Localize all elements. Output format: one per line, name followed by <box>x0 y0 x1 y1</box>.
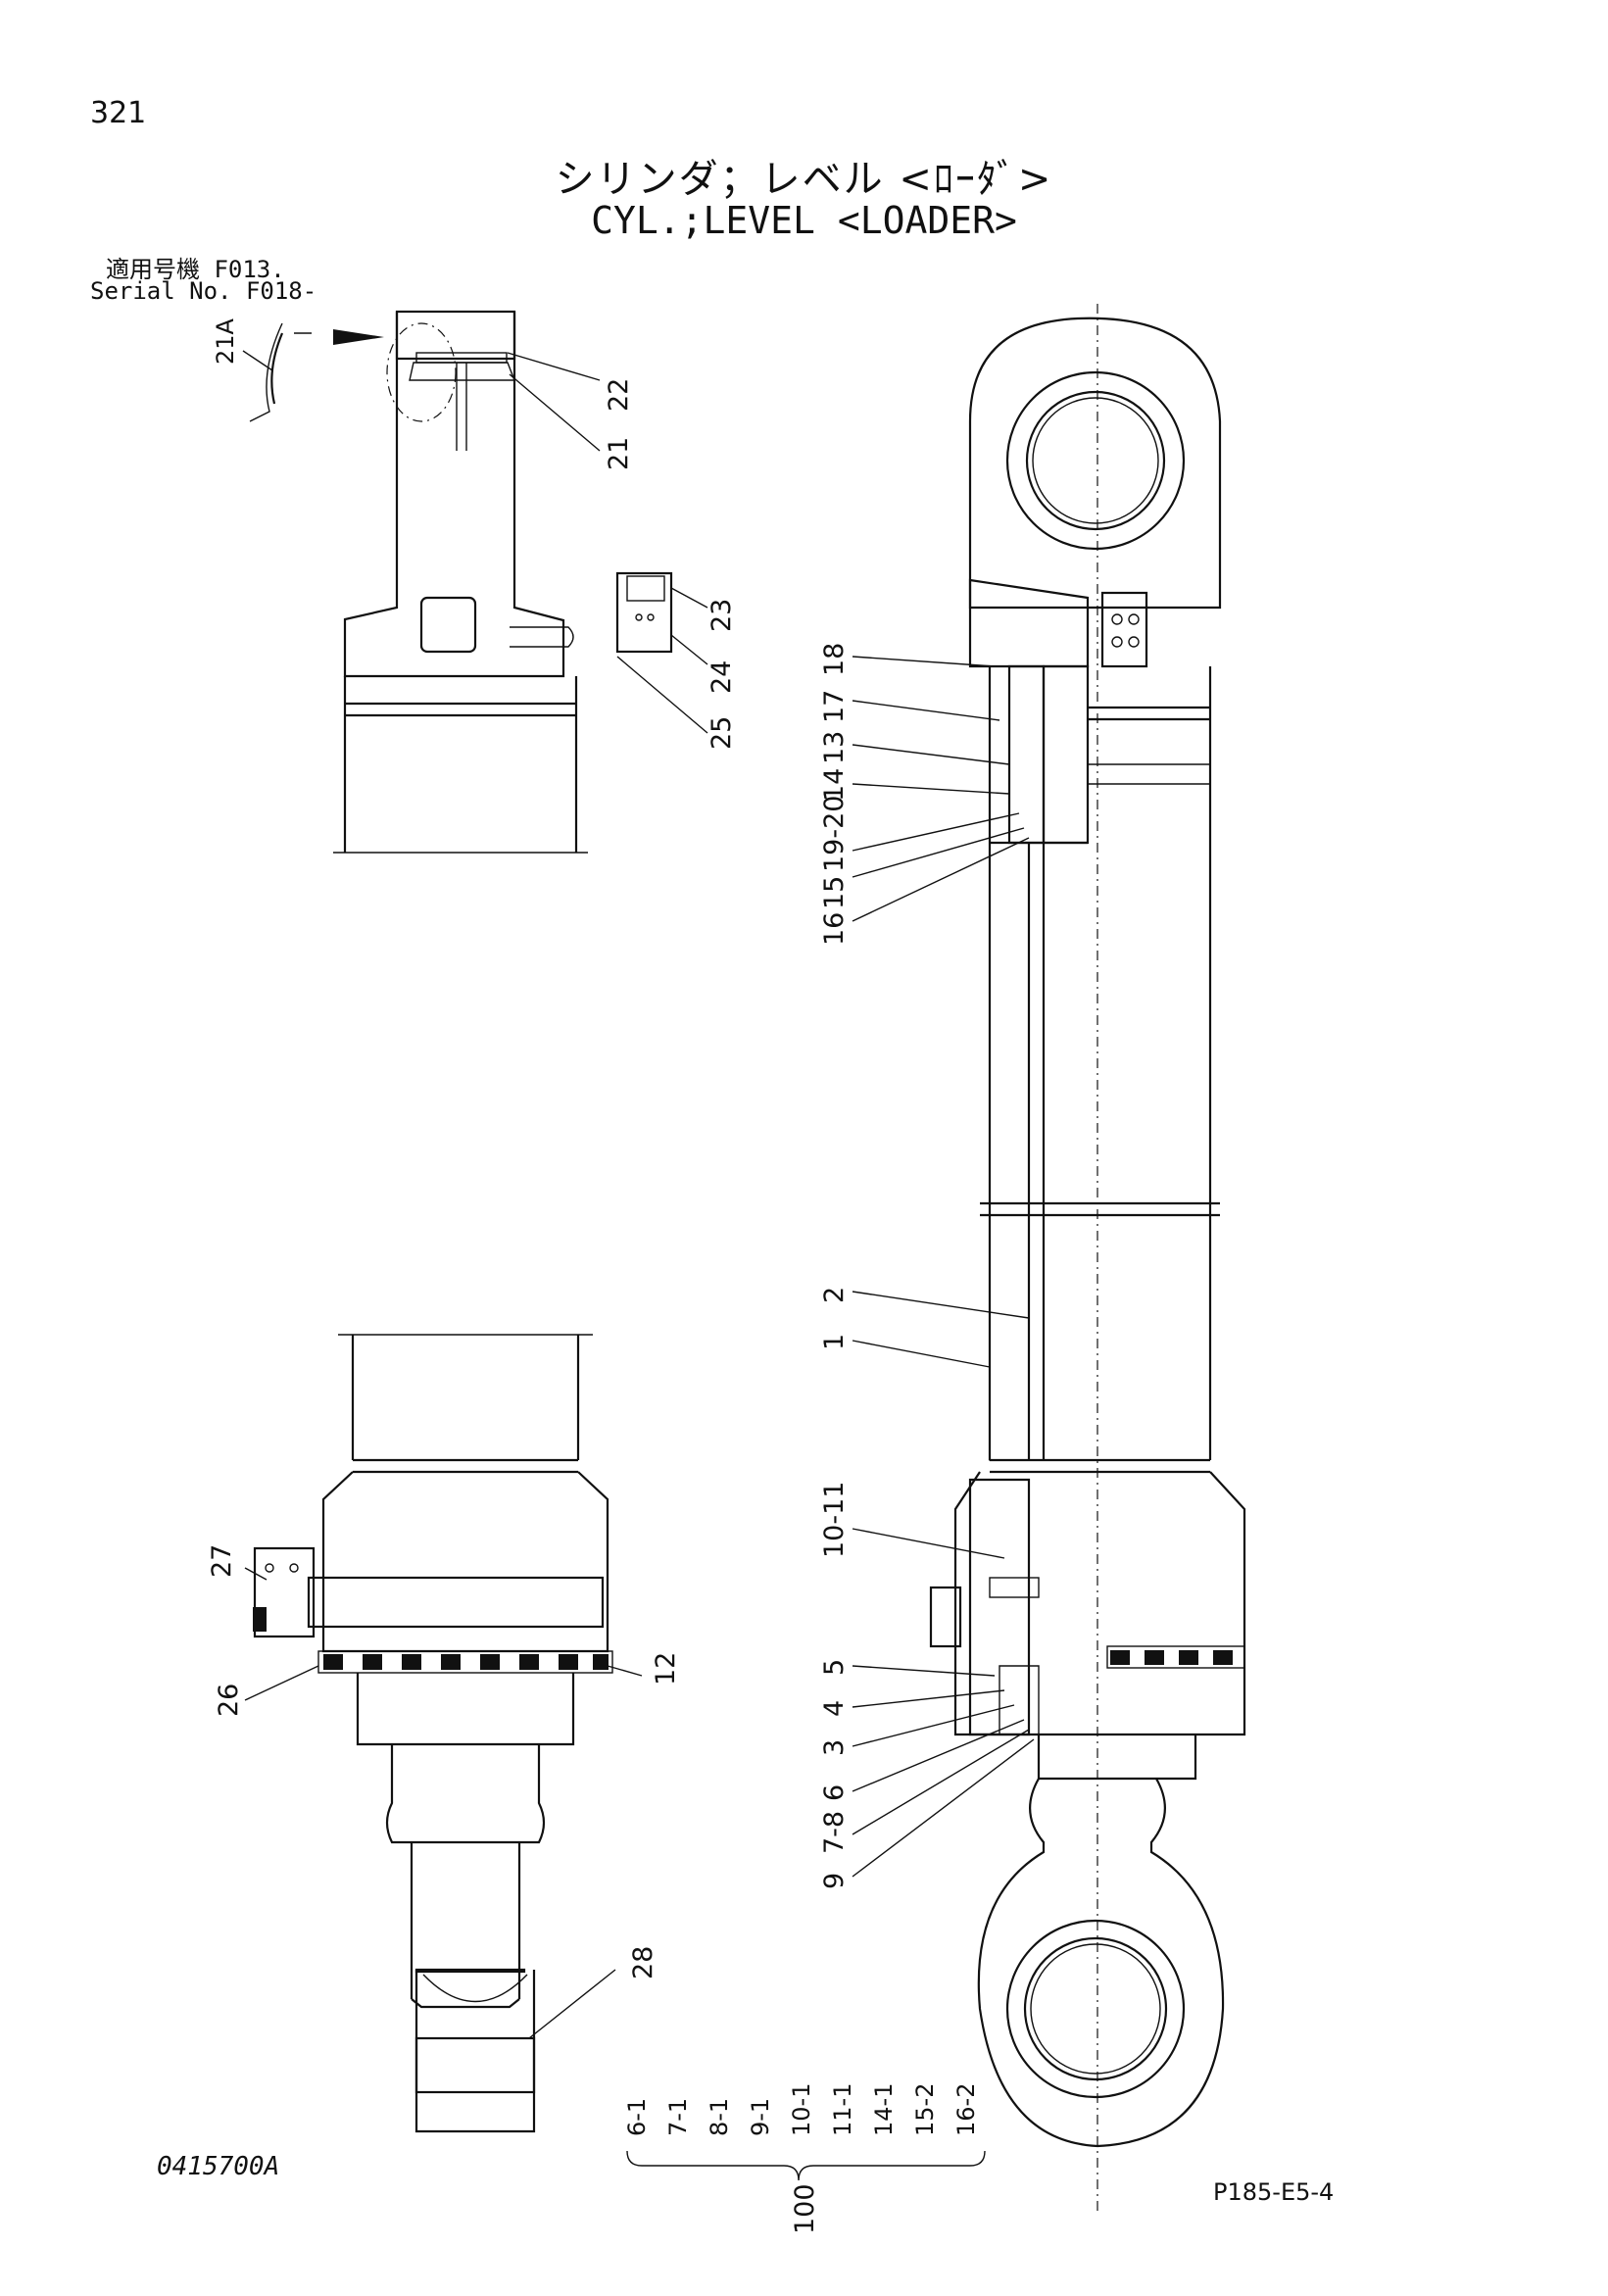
kit-number: 100 <box>790 2183 820 2234</box>
callout-28: 28 <box>628 1946 658 1979</box>
detail-head-cap-section <box>395 310 516 361</box>
callout-5: 5 <box>819 1659 850 1676</box>
kit-item: 8-1 <box>706 2098 733 2136</box>
page-code: P185-E5-4 <box>1213 2178 1335 2206</box>
leader-lines <box>242 350 1035 2181</box>
kit-item: 7-1 <box>664 2098 692 2136</box>
callout-17: 17 <box>819 690 850 723</box>
serial-label-japanese: 適用号機 F013. <box>106 256 285 283</box>
main-cylinder-section <box>929 304 1246 2215</box>
kit-item: 16-2 <box>952 2083 980 2136</box>
serial-label-english: Serial No. F018- <box>90 277 317 305</box>
callout-23: 23 <box>707 599 737 632</box>
callout-10-11: 10-11 <box>819 1482 850 1558</box>
drawing-code: 0415700A <box>157 2152 280 2181</box>
kit-item: 9-1 <box>747 2098 774 2136</box>
callout-2: 2 <box>819 1287 850 1303</box>
callout-21a: 21A <box>212 318 239 365</box>
main-bolt-ring <box>1106 1645 1245 1669</box>
callout-24: 24 <box>707 660 737 694</box>
callout-16: 16 <box>819 912 850 946</box>
detail-rod-end <box>253 1334 613 2133</box>
callout-27: 27 <box>207 1544 237 1578</box>
callout-3: 3 <box>819 1739 850 1756</box>
callout-7-8: 7-8 <box>819 1811 850 1854</box>
kit-item: 6-1 <box>623 2098 651 2136</box>
page-title-japanese: シリンダ；レベル <ﾛｰﾀﾞ> <box>555 157 1053 202</box>
callout-26: 26 <box>214 1684 244 1717</box>
callout-25: 25 <box>707 716 737 750</box>
kit-item: 15-2 <box>911 2083 939 2136</box>
detail-bolt-ring <box>317 1650 613 1674</box>
callout-labels: 21A 22 21 23 24 25 18 17 13 14 19-20 15 … <box>207 318 980 2234</box>
callout-4: 4 <box>819 1700 850 1717</box>
callout-21: 21 <box>604 437 634 470</box>
detail-head-end <box>249 310 673 854</box>
kit-item: 14-1 <box>870 2083 898 2136</box>
callout-1: 1 <box>819 1334 850 1350</box>
callout-12: 12 <box>651 1652 681 1685</box>
callout-9: 9 <box>819 1873 850 1889</box>
page-number: 321 <box>90 96 147 130</box>
callout-13: 13 <box>819 731 850 764</box>
callout-6: 6 <box>819 1784 850 1801</box>
kit-item: 11-1 <box>829 2083 856 2136</box>
kit-item: 10-1 <box>788 2083 815 2136</box>
callout-19-20: 19-20 <box>819 796 850 872</box>
callout-18: 18 <box>819 643 850 676</box>
callout-14: 14 <box>819 768 850 802</box>
callout-15: 15 <box>819 876 850 909</box>
page-title-english: CYL.;LEVEL <LOADER> <box>591 199 1017 242</box>
callout-22: 22 <box>604 378 634 412</box>
